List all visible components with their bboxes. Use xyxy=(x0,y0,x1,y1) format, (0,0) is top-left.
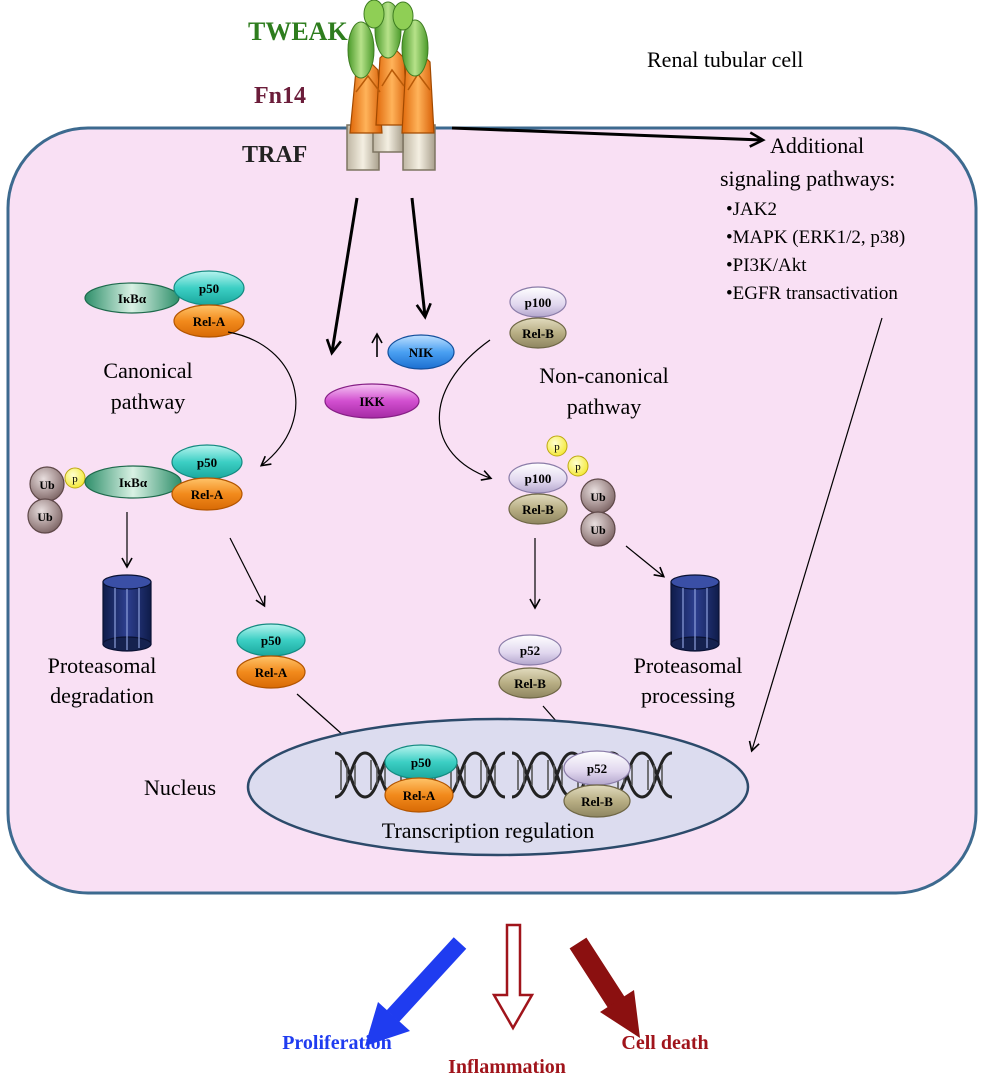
nucleus-label: Nucleus xyxy=(144,775,216,800)
cell-death-label: Cell death xyxy=(621,1032,708,1054)
p50-label: p50 xyxy=(199,281,219,296)
p100-label: p100 xyxy=(525,295,552,310)
ub-label: Ub xyxy=(590,490,606,504)
arrow-traf-to-nik xyxy=(410,197,432,320)
p50-label: p50 xyxy=(411,755,431,770)
noncanonical-label-2: pathway xyxy=(567,394,642,419)
rela-label: Rel-A xyxy=(191,487,224,502)
p-label: p xyxy=(575,461,581,473)
noncanonical-label-1: Non-canonical xyxy=(539,363,669,388)
canonical-complex: IκBα p50 Rel-A xyxy=(84,270,245,338)
canonical-label-1: Canonical xyxy=(103,358,192,383)
nucleus xyxy=(246,717,750,857)
relb-label: Rel-B xyxy=(514,676,546,691)
receptor-complex xyxy=(346,0,436,171)
arrow-traf-to-ikk xyxy=(325,197,359,356)
additional-title-2: signaling pathways: xyxy=(720,166,895,191)
prot-proc-label-1: Proteasomal xyxy=(634,653,743,678)
prot-proc-label-2: processing xyxy=(641,683,735,708)
p50-rela-dimer: p50 Rel-A xyxy=(236,623,306,689)
p-label: p xyxy=(554,441,560,453)
ikk-node: IKK xyxy=(324,383,420,419)
p52-relb-dimer: p52 Rel-B xyxy=(498,634,562,699)
noncanonical-phospho-complex: p100 Rel-B p p Ub Ub xyxy=(508,435,616,547)
pathway-pi3k: •PI3K/Akt xyxy=(726,255,807,276)
p52-label: p52 xyxy=(520,643,540,658)
ikk-label: IKK xyxy=(359,394,385,409)
cell-death-arrow xyxy=(569,937,640,1038)
transcription-label: Transcription regulation xyxy=(382,818,594,843)
tweak-ligand xyxy=(347,0,429,79)
prot-deg-label-1: Proteasomal xyxy=(48,653,157,678)
fn14-label: Fn14 xyxy=(254,83,306,109)
noncanonical-complex: p100 Rel-B xyxy=(509,286,567,349)
ub-label: Ub xyxy=(590,523,606,537)
nuclear-p50-rela: p50 Rel-A xyxy=(384,744,458,813)
arrow-additional-to-nucleus xyxy=(748,317,883,753)
cell-membrane xyxy=(6,126,978,895)
relb-label: Rel-B xyxy=(522,502,554,517)
rela-label: Rel-A xyxy=(255,665,288,680)
cell-type-label: Renal tubular cell xyxy=(647,47,803,72)
p100-label: p100 xyxy=(525,471,552,486)
rela-label: Rel-A xyxy=(193,314,226,329)
arrow-additional xyxy=(451,126,766,148)
canonical-label-2: pathway xyxy=(111,389,186,414)
pathway-egfr: •EGFR transactivation xyxy=(726,283,898,304)
additional-title-1: Additional xyxy=(770,133,864,158)
proliferation-arrow xyxy=(365,937,467,1046)
relb-label: Rel-B xyxy=(522,326,554,341)
p50-label: p50 xyxy=(261,633,281,648)
inflammation-arrow xyxy=(491,923,535,1031)
nik-label: NIK xyxy=(409,345,434,360)
p-label: p xyxy=(72,473,78,485)
rela-label: Rel-A xyxy=(403,788,436,803)
ub-label: Ub xyxy=(37,510,53,524)
proliferation-label: Proliferation xyxy=(282,1032,392,1054)
relb-label: Rel-B xyxy=(581,794,613,809)
nuclear-p52-relb: p52 Rel-B xyxy=(563,750,631,818)
arrow-to-proteasome-right xyxy=(625,545,666,578)
traf-label: TRAF xyxy=(242,142,307,168)
arrow-ikk-to-canonical xyxy=(227,331,297,467)
ikba-label: IκBα xyxy=(119,475,148,490)
arrow-nik-to-noncanonical xyxy=(438,339,493,481)
inflammation-label: Inflammation xyxy=(448,1056,566,1078)
proteasome-left xyxy=(102,574,152,652)
p52-label: p52 xyxy=(587,761,607,776)
tweak-label: TWEAK xyxy=(248,17,348,46)
ub-label: Ub xyxy=(39,478,55,492)
ikba-label: IκBα xyxy=(118,291,147,306)
prot-deg-label-2: degradation xyxy=(50,683,154,708)
proteasome-right xyxy=(670,574,720,652)
arrow-to-p50-rela xyxy=(229,537,266,608)
nik-node: NIK xyxy=(387,334,455,370)
canonical-phospho-complex: Ub Ub p IκBα p50 Rel-A xyxy=(27,444,243,534)
pathway-mapk: •MAPK (ERK1/2, p38) xyxy=(726,227,905,248)
pathway-jak2: •JAK2 xyxy=(726,199,777,220)
p50-label: p50 xyxy=(197,455,217,470)
